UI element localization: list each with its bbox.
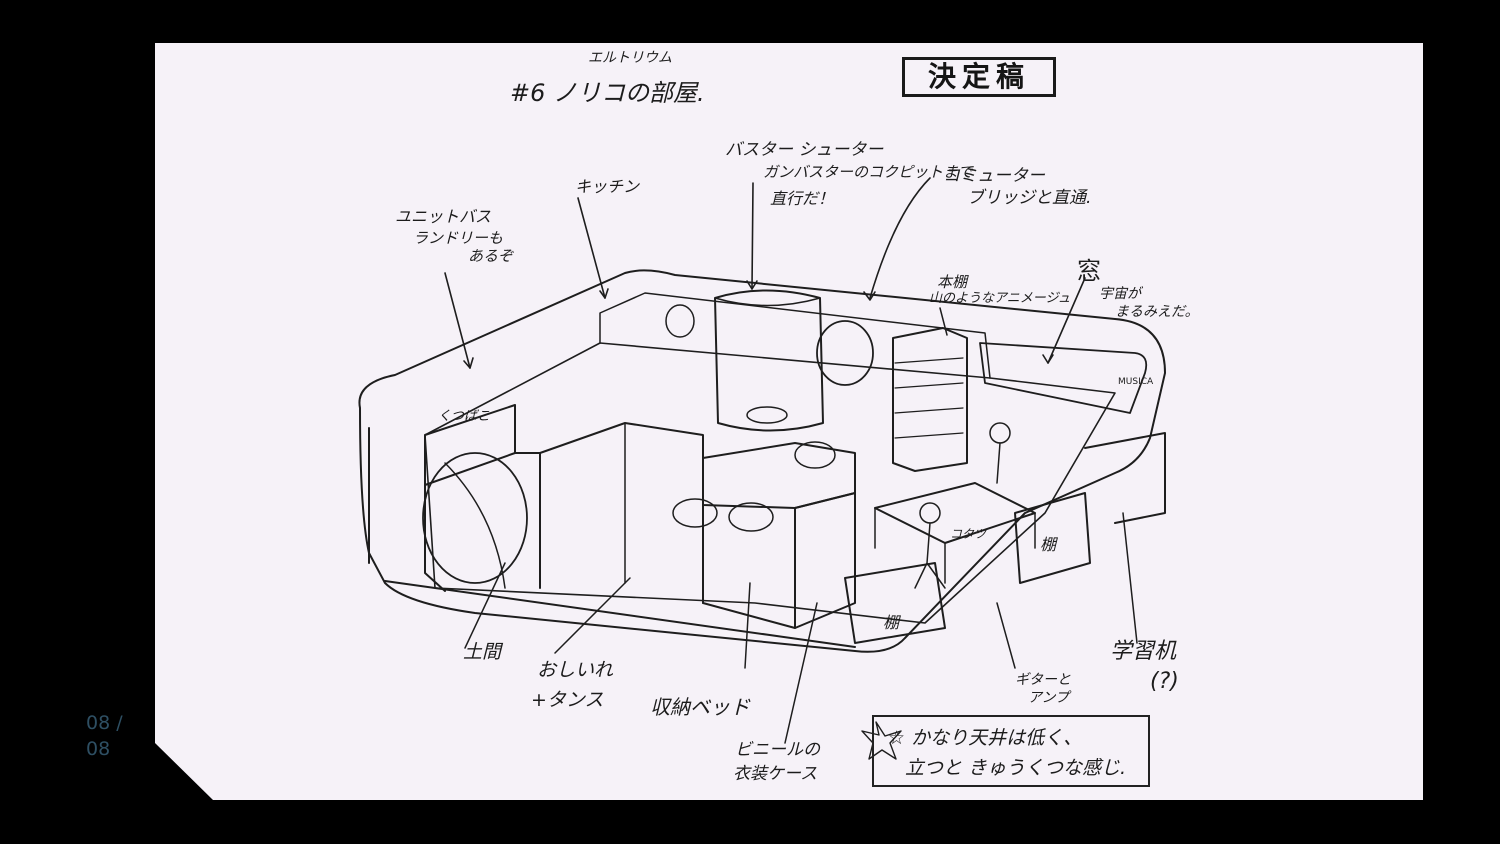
label-bookshelf: 本棚 xyxy=(937,273,968,291)
title-ruby: エルトリウム xyxy=(588,50,672,66)
page-counter: 08 / 08 xyxy=(86,712,123,760)
label-oshiire-note: +タンス xyxy=(531,689,604,711)
ceiling-note-line-1: ☆ かなり天井は低く、 xyxy=(888,727,1083,749)
slide-page: 決定稿 エルトリウム #6 ノリコの部屋. バスター シューター ガンバスターの… xyxy=(155,43,1423,800)
label-vinyl-case-note: 衣装ケース xyxy=(733,764,818,784)
ceiling-note-box xyxy=(872,715,1150,787)
label-storage-bed: 収納ベッド xyxy=(650,695,750,719)
label-study-desk: 学習机 xyxy=(1110,639,1177,664)
label-oshiire: おしいれ xyxy=(537,659,614,681)
label-shelf-side: 棚 xyxy=(1040,535,1057,554)
room-sketch-drawing xyxy=(358,177,1166,760)
final-draft-stamp: 決定稿 xyxy=(902,57,1056,97)
label-doma: 土間 xyxy=(463,641,502,663)
label-musica: MUSICA xyxy=(1118,377,1154,387)
ceiling-note-line-2: 立つと きゅうくつな感じ. xyxy=(905,757,1127,779)
label-bookshelf-note: 山のようなアニメージュ xyxy=(929,291,1071,306)
label-buster-shooter-note-2: 直行だ！ xyxy=(770,189,835,208)
label-guitar-note: アンプ xyxy=(1028,690,1070,706)
label-kitchen: キッチン xyxy=(575,177,640,196)
label-commuter-note: ブリッジと直通. xyxy=(967,188,1092,208)
label-window: 窓 xyxy=(1077,257,1101,285)
label-unit-bath-note: ランドリーも xyxy=(413,229,504,247)
label-unit-bath: ユニットバス xyxy=(395,207,492,226)
label-buster-shooter-note: ガンバスターのコクピットまで xyxy=(763,163,974,181)
label-study-desk-note: (?) xyxy=(1150,669,1179,694)
label-shoe-box: くつばこ xyxy=(438,409,491,424)
label-vinyl-case: ビニールの xyxy=(735,740,820,760)
label-window-note-2: まるみえだ。 xyxy=(1115,304,1199,320)
label-guitar: ギターと xyxy=(1015,672,1071,688)
label-kotatsu: コタツ xyxy=(950,527,987,541)
label-buster-shooter: バスター シューター xyxy=(725,140,884,160)
sheet-title: #6 ノリコの部屋. xyxy=(510,79,705,107)
label-commuter: コミューター xyxy=(943,166,1045,186)
label-window-note: 宇宙が xyxy=(1099,286,1141,302)
label-unit-bath-note-2: あるぞ xyxy=(468,247,514,265)
label-shelf-front: 棚 xyxy=(883,613,900,632)
